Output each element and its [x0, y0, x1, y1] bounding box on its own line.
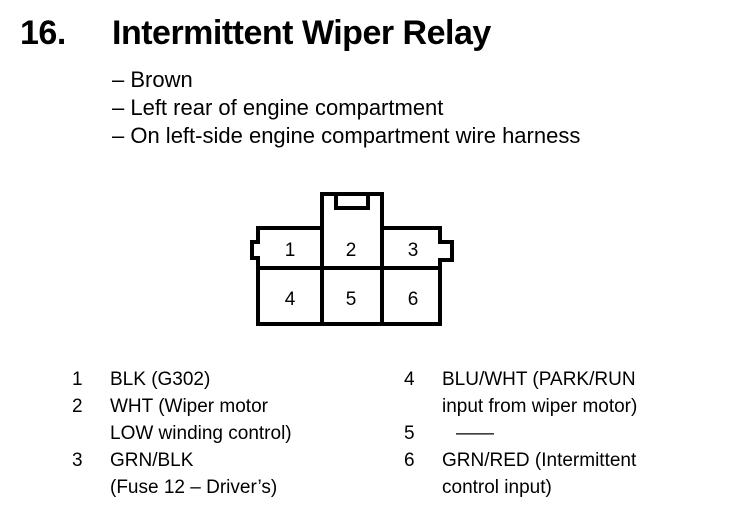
- pinout-item: 6 GRN/RED (Intermittent control input): [404, 447, 724, 501]
- pin-number: 1: [72, 369, 83, 390]
- pinout-item: 3 GRN/BLK (Fuse 12 – Driver’s): [72, 447, 392, 501]
- pin-description: BLK (G302): [110, 369, 211, 390]
- connector-pin-4: 4: [285, 289, 296, 310]
- pin-number: 4: [404, 369, 415, 390]
- pin-description: GRN/BLK (Fuse 12 – Driver’s): [110, 450, 278, 498]
- connector-pin-2: 2: [346, 240, 357, 261]
- connector-pin-3: 3: [408, 240, 419, 261]
- pin-number: 6: [404, 450, 415, 471]
- connector-pin-5: 5: [346, 289, 357, 310]
- pinout-list-left: 1 BLK (G302) 2 WHT (Wiper motor LOW wind…: [72, 366, 392, 501]
- pinout-item: 2 WHT (Wiper motor LOW winding control): [72, 393, 392, 447]
- pinout-item: 1 BLK (G302): [72, 366, 392, 393]
- connector-lock-tab: [334, 194, 370, 210]
- pinout-item: 4 BLU/WHT (PARK/RUN input from wiper mot…: [404, 366, 724, 420]
- section-number: 16.: [20, 14, 66, 52]
- relay-details: – Brown – Left rear of engine compartmen…: [112, 66, 580, 150]
- relay-location: – Left rear of engine compartment: [112, 95, 444, 120]
- pin-number: 2: [72, 396, 83, 417]
- relay-harness: – On left-side engine compartment wire h…: [112, 123, 581, 148]
- pinout-list-right: 4 BLU/WHT (PARK/RUN input from wiper mot…: [404, 366, 724, 501]
- pin-description: ——: [456, 423, 494, 444]
- pin-number: 3: [72, 450, 83, 471]
- pin-description: BLU/WHT (PARK/RUN input from wiper motor…: [442, 369, 638, 417]
- pin-description: WHT (Wiper motor LOW winding control): [110, 396, 292, 444]
- pin-description: GRN/RED (Intermittent control input): [442, 450, 637, 498]
- pinout-item: 5 ——: [404, 420, 724, 447]
- connector-pin-6: 6: [408, 289, 419, 310]
- connector-pin-1: 1: [285, 240, 296, 261]
- connector-outline: [250, 192, 454, 326]
- relay-color: – Brown: [112, 67, 193, 92]
- pin-number: 5: [404, 423, 415, 444]
- connector-diagram: 1 2 3 4 5 6: [250, 192, 454, 326]
- page-title: Intermittent Wiper Relay: [112, 14, 491, 52]
